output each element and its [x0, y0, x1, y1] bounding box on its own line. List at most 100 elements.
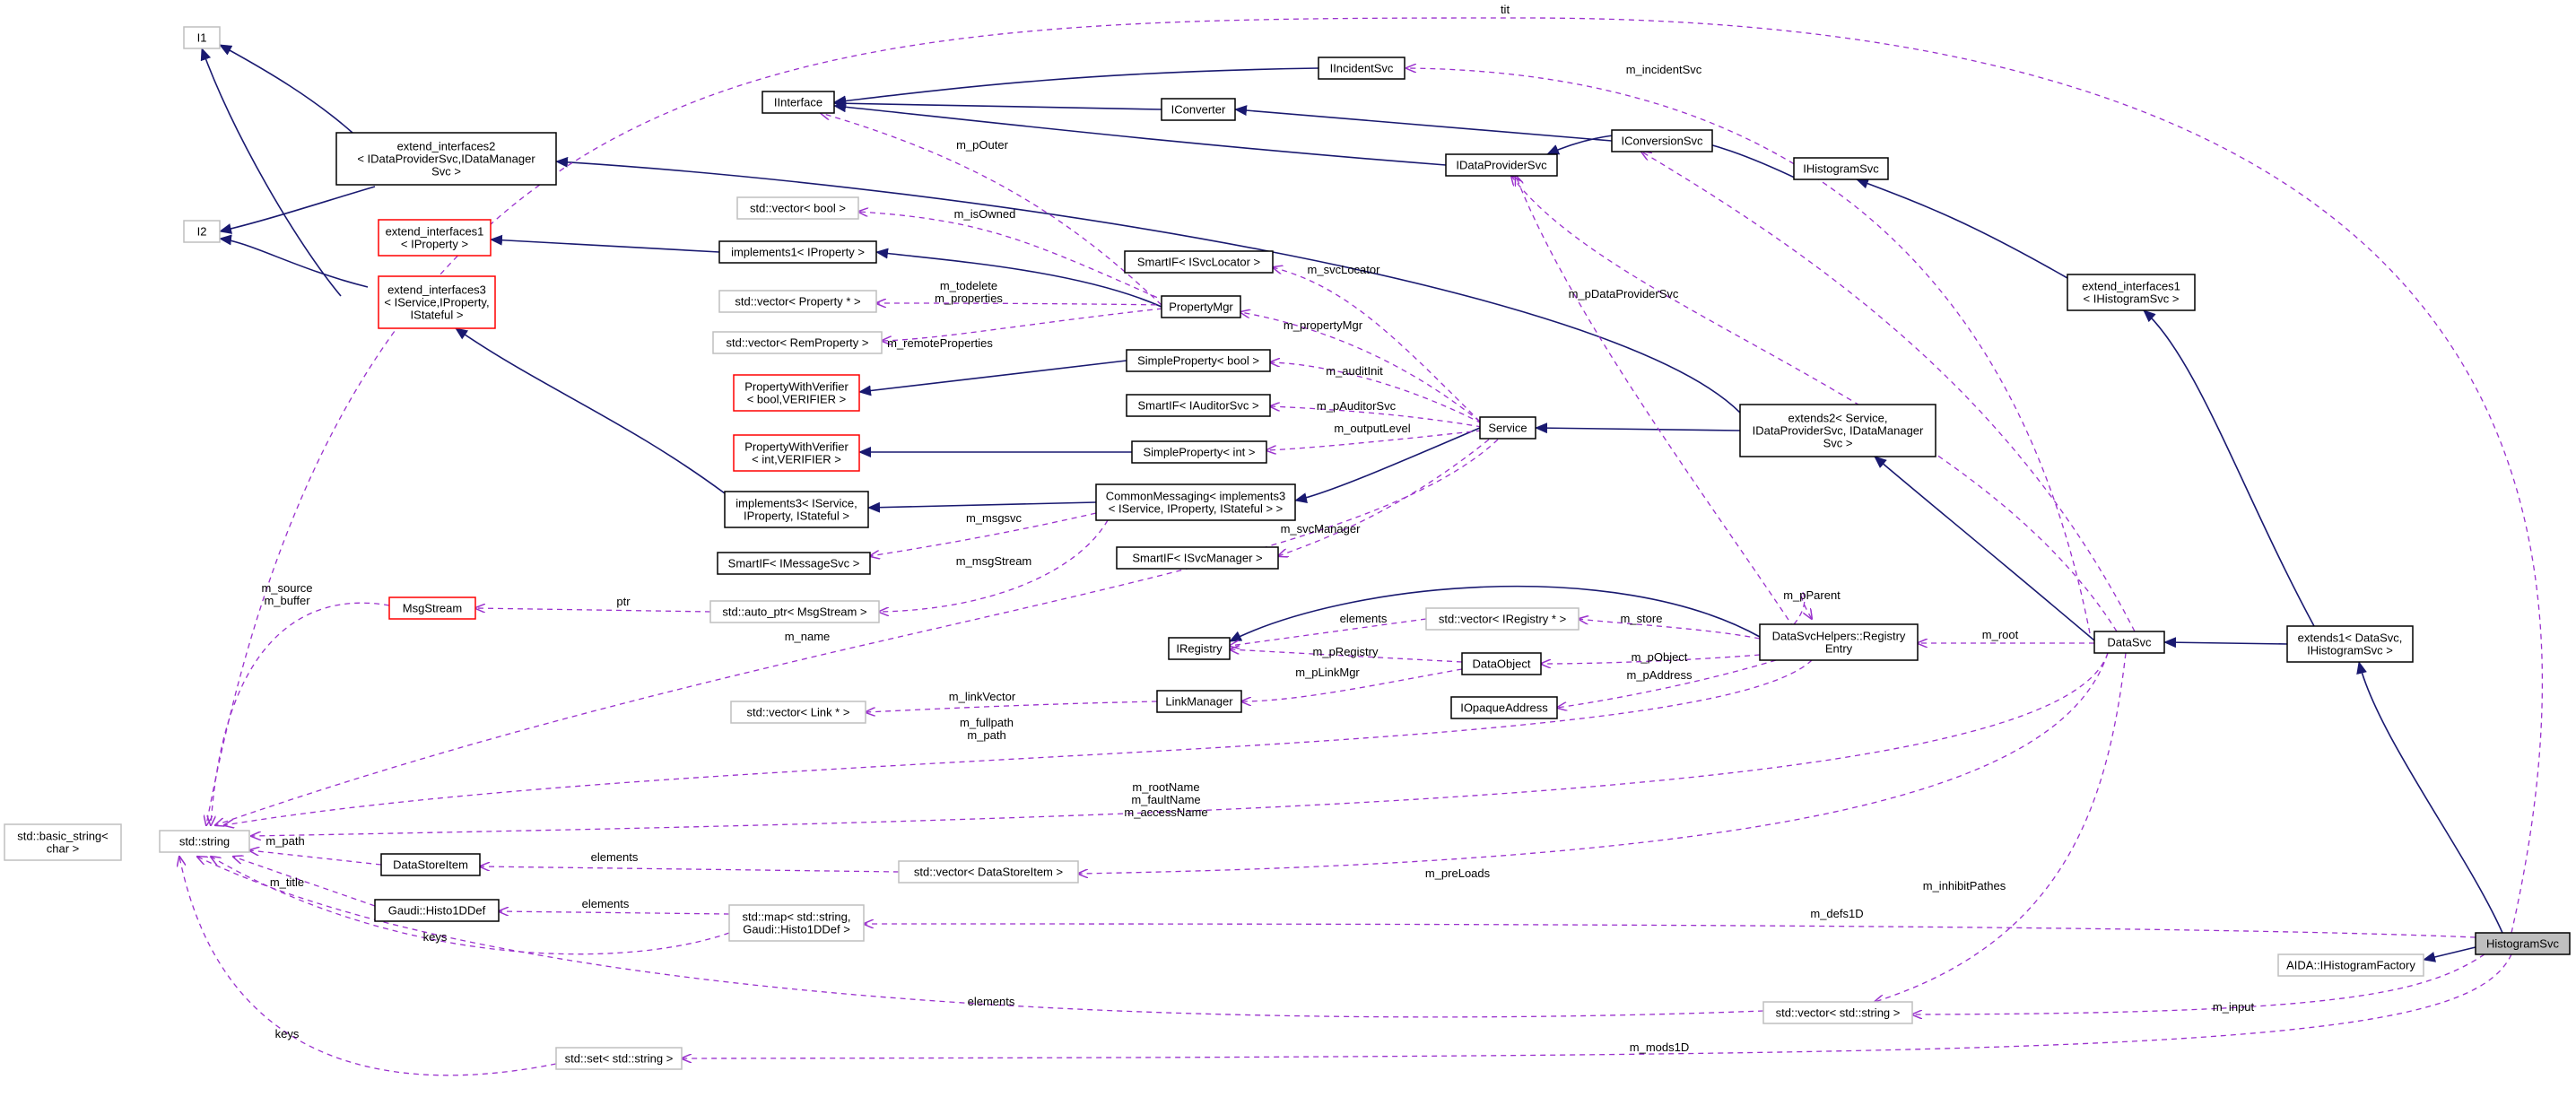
class-node-iregistry[interactable]: IRegistry	[1168, 637, 1231, 660]
class-node-dataobject[interactable]: DataObject	[1461, 652, 1542, 675]
class-node-pwv-bool[interactable]: PropertyWithVerifier< bool,VERIFIER >	[733, 374, 860, 412]
inheritance-edge	[455, 327, 726, 494]
usage-edge	[1266, 430, 1483, 450]
class-node-smartif-svclocator[interactable]: SmartIF< ISvcLocator >	[1124, 250, 1274, 274]
usage-edge	[882, 308, 1163, 341]
class-node-ihistogramsvc[interactable]: IHistogramSvc	[1793, 157, 1889, 180]
edge-label: m_pLinkMgr	[1295, 666, 1360, 679]
edge-label: m_properties	[935, 292, 1003, 305]
node-label: HistogramSvc	[2486, 937, 2559, 951]
class-node-vec-remprop[interactable]: std::vector< RemProperty >	[712, 331, 883, 354]
class-node-vec-bool[interactable]: std::vector< bool >	[736, 196, 859, 220]
inheritance-edge	[200, 48, 342, 297]
node-label: Svc >	[1823, 437, 1853, 450]
usage-edge	[1273, 267, 1481, 422]
class-node-std-string[interactable]: std::string	[159, 830, 250, 853]
usage-edge	[179, 857, 557, 1076]
node-box	[1450, 696, 1558, 719]
usage-edge	[1241, 668, 1463, 701]
node-label: std::vector< bool >	[750, 202, 846, 215]
inheritance-edge	[2163, 637, 2288, 649]
class-node-vec-iregistry[interactable]: std::vector< IRegistry * >	[1425, 607, 1580, 631]
class-node-extends1[interactable]: extends1< DataSvc,IHistogramSvc >	[2286, 625, 2414, 663]
node-label: extend_interfaces1	[2082, 280, 2180, 293]
class-node-smartif-msgsvc[interactable]: SmartIF< IMessageSvc >	[717, 552, 871, 575]
edge-labels: titm_incidentSvcm_pOuterm_isOwnedm_svcLo…	[261, 3, 2254, 1054]
node-label: std::vector< RemProperty >	[727, 336, 869, 350]
node-label: Entry	[1825, 642, 1853, 656]
node-box	[1126, 349, 1271, 372]
class-node-iopaqueaddress[interactable]: IOpaqueAddress	[1450, 696, 1558, 719]
class-node-ext-if1-prop[interactable]: extend_interfaces1< IProperty >	[378, 219, 492, 257]
class-node-auto-ptr[interactable]: std::auto_ptr< MsgStream >	[709, 600, 880, 623]
node-box	[4, 823, 122, 861]
inheritance-edge	[1229, 585, 1761, 642]
class-node-set-string[interactable]: std::set< std::string >	[555, 1047, 683, 1070]
node-label: PropertyMgr	[1169, 300, 1233, 314]
class-node-pwv-int[interactable]: PropertyWithVerifier< int,VERIFIER >	[733, 434, 860, 472]
class-node-iconversionsvc[interactable]: IConversionSvc	[1611, 129, 1713, 152]
class-node-service[interactable]: Service	[1479, 416, 1536, 440]
inheritance-edge	[219, 44, 353, 134]
class-node-ext-if2[interactable]: extend_interfaces2< IDataProviderSvc,IDa…	[335, 132, 557, 186]
class-node-implements3[interactable]: implements3< IService,IProperty, IStatef…	[724, 491, 869, 528]
edge-label: m_path	[265, 834, 304, 848]
class-node-propertymgr[interactable]: PropertyMgr	[1161, 295, 1241, 318]
usage-edge	[1230, 618, 1427, 646]
usage-edge	[858, 212, 1167, 302]
usage-edge	[211, 602, 390, 825]
node-label: < int,VERIFIER >	[752, 453, 841, 466]
class-node-smartif-auditorsvc[interactable]: SmartIF< IAuditorSvc >	[1126, 394, 1271, 417]
class-node-implements1[interactable]: implements1< IProperty >	[718, 240, 877, 264]
edge-label: tit	[1501, 3, 1510, 16]
node-label: extend_interfaces2	[397, 140, 496, 153]
class-node-ext-if1-hist[interactable]: extend_interfaces1< IHistogramSvc >	[2067, 274, 2196, 311]
class-node-datastoreitem[interactable]: DataStoreItem	[380, 853, 481, 876]
node-box	[736, 196, 859, 220]
class-node-simpleprop-bool[interactable]: SimpleProperty< bool >	[1126, 349, 1271, 372]
class-node-msgstream[interactable]: MsgStream	[388, 596, 476, 620]
node-label: < bool,VERIFIER >	[747, 393, 847, 406]
node-box	[183, 220, 221, 243]
class-node-basic-string[interactable]: std::basic_string<char >	[4, 823, 122, 861]
class-node-extends2[interactable]: extends2< Service,IDataProviderSvc, IDat…	[1739, 404, 1936, 457]
class-node-linkmanager[interactable]: LinkManager	[1156, 690, 1242, 713]
class-node-vec-datastoreitem[interactable]: std::vector< DataStoreItem >	[898, 860, 1079, 884]
node-box	[733, 434, 860, 472]
inheritance-edge	[867, 501, 1097, 513]
inheritance-edge	[833, 67, 1319, 107]
class-node-vec-string[interactable]: std::vector< std::string >	[1762, 1001, 1913, 1024]
node-label: IHistogramSvc	[1803, 162, 1879, 176]
class-node-datasvc[interactable]: DataSvc	[2093, 631, 2165, 654]
node-label: Service	[1488, 422, 1527, 435]
node-label: SmartIF< IMessageSvc >	[728, 557, 860, 570]
class-node-commonmessaging[interactable]: CommonMessaging< implements3< IService, …	[1095, 483, 1296, 521]
class-node-vec-property[interactable]: std::vector< Property * >	[718, 290, 877, 313]
edge-label: m_pOuter	[956, 138, 1008, 152]
class-node-i1[interactable]: I1	[183, 26, 221, 49]
class-node-histogramsvc[interactable]: HistogramSvc	[2475, 932, 2571, 955]
class-node-iinterface[interactable]: IInterface	[761, 91, 835, 114]
class-node-simpleprop-int[interactable]: SimpleProperty< int >	[1131, 440, 1267, 464]
class-node-i2[interactable]: I2	[183, 220, 221, 243]
class-node-ext-if3[interactable]: extend_interfaces3< IService,IProperty,I…	[378, 275, 496, 329]
node-box	[1126, 394, 1271, 417]
node-box	[2286, 625, 2414, 663]
class-node-iconverter[interactable]: IConverter	[1161, 98, 1236, 121]
class-node-histo1ddef[interactable]: Gaudi::Histo1DDef	[374, 899, 500, 922]
node-label: extends2< Service,	[1788, 412, 1888, 425]
class-node-smartif-svcmanager[interactable]: SmartIF< ISvcManager >	[1116, 546, 1279, 570]
node-box	[378, 219, 492, 257]
inheritance-edge	[1856, 178, 2068, 279]
node-box	[1161, 295, 1241, 318]
class-node-idataprovidersvc[interactable]: IDataProviderSvc	[1445, 153, 1558, 177]
node-box	[728, 904, 865, 942]
node-label: IIncidentSvc	[1330, 62, 1394, 75]
node-label: IRegistry	[1176, 642, 1223, 656]
class-node-map-histo[interactable]: std::map< std::string,Gaudi::Histo1DDef …	[728, 904, 865, 942]
usage-edge	[233, 857, 376, 907]
class-node-aida-factory[interactable]: AIDA::IHistogramFactory	[2277, 953, 2424, 977]
class-node-iincidentsvc[interactable]: IIncidentSvc	[1318, 57, 1405, 80]
class-node-vec-link[interactable]: std::vector< Link * >	[730, 701, 866, 724]
